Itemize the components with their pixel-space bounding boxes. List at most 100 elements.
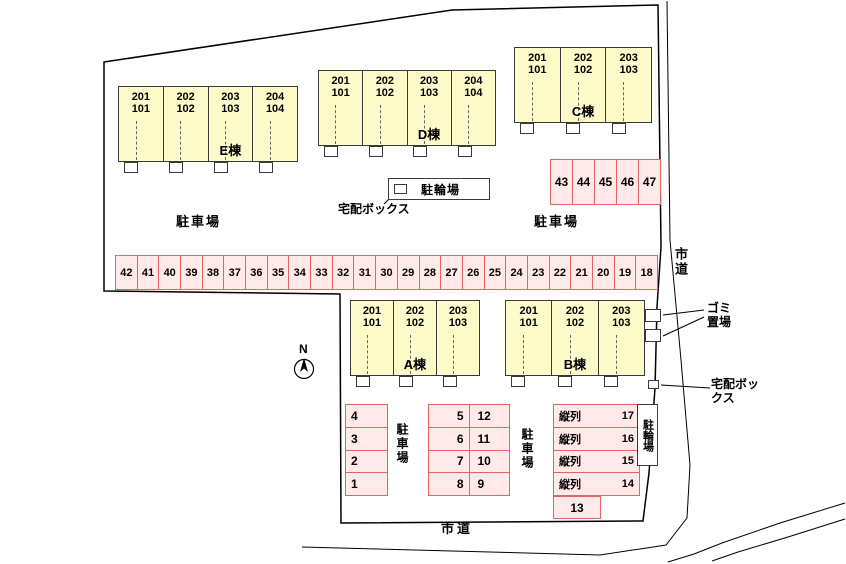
garbage-box xyxy=(645,309,661,322)
entrance-porch xyxy=(612,123,626,134)
parking-space-21: 21 xyxy=(571,256,593,290)
unit-number-upper: 202 xyxy=(565,305,585,317)
unit-number-upper: 202 xyxy=(176,91,195,103)
parking-area-label-left: 駐車場 xyxy=(176,214,222,229)
parking-space-29: 29 xyxy=(397,256,420,290)
tandem-number: 15 xyxy=(621,455,634,468)
porch-slot xyxy=(208,162,253,175)
parking-space-30: 30 xyxy=(376,256,398,290)
tandem-label: 縦列 xyxy=(559,479,581,492)
entrance-porch xyxy=(413,146,427,157)
parking-space-27: 27 xyxy=(441,256,463,290)
stair-dashed-line xyxy=(531,82,533,121)
parking-space-22: 22 xyxy=(549,256,572,290)
entrance-porch xyxy=(511,376,525,387)
building-name-A: A棟 xyxy=(403,357,427,372)
unit-number-lower: 101 xyxy=(362,317,382,329)
parking-space-7: 7 xyxy=(429,450,470,474)
parking-area-label-right: 駐車場 xyxy=(534,214,580,229)
stair-dashed-line xyxy=(423,105,425,144)
entrance-porch xyxy=(557,376,572,387)
porch-slot xyxy=(606,123,652,136)
unit-number-lower: 102 xyxy=(375,87,395,99)
stair-dashed-line xyxy=(523,335,525,374)
porch-row xyxy=(118,162,298,175)
unit-number-lower: 102 xyxy=(405,317,425,329)
unit-number-upper: 203 xyxy=(612,305,631,317)
porch-slot xyxy=(560,123,606,136)
parking-space-28: 28 xyxy=(419,256,442,290)
delivery-box xyxy=(648,380,659,389)
porch-slot xyxy=(163,162,208,175)
parking-space-11: 11 xyxy=(469,427,510,451)
garbage-box xyxy=(645,329,661,342)
unit-number-lower: 104 xyxy=(265,103,285,115)
porch-slot xyxy=(514,123,560,136)
parking-space-5: 5 xyxy=(429,405,470,428)
entrance-porch xyxy=(214,162,228,173)
stair-dashed-line xyxy=(379,105,381,144)
unit-number-upper: 202 xyxy=(405,305,425,317)
unit-number-upper: 204 xyxy=(265,91,285,103)
porch-slot xyxy=(552,376,599,389)
parking-space-41: 41 xyxy=(137,256,160,290)
unit-number-lower: 103 xyxy=(221,103,240,115)
unit-number-upper: 201 xyxy=(331,75,350,87)
porch-slot xyxy=(505,376,552,389)
tandem-label: 縦列 xyxy=(559,410,581,423)
compass-icon xyxy=(293,358,315,380)
unit-number-upper: 201 xyxy=(362,305,382,317)
parking-space-19: 19 xyxy=(614,256,637,290)
parking-space-36: 36 xyxy=(246,256,268,290)
stair-dashed-line xyxy=(569,335,571,374)
unit-number-lower: 102 xyxy=(573,64,593,76)
bicycle-parking-box-top: 駐輪場 xyxy=(388,178,490,200)
parking-space-10: 10 xyxy=(469,450,510,474)
stair-dashed-line xyxy=(468,105,470,144)
porch-slot xyxy=(452,146,497,159)
parking-space-25: 25 xyxy=(484,256,507,290)
entrance-porch xyxy=(356,376,370,387)
unit-number-upper: 201 xyxy=(519,305,538,317)
porch-slot xyxy=(118,162,163,175)
unit-number-upper: 203 xyxy=(419,75,439,87)
porch-slot xyxy=(363,146,408,159)
delivery-box-icon xyxy=(394,184,407,194)
building-name-B: B棟 xyxy=(563,357,587,372)
entrance-porch xyxy=(520,123,534,134)
tandem-number: 17 xyxy=(621,409,634,422)
stair-dashed-line xyxy=(335,105,337,144)
unit-number-lower: 101 xyxy=(528,64,547,76)
stair-dashed-line xyxy=(180,121,182,160)
entrance-porch xyxy=(368,146,383,157)
parking-space-13-group: 13 xyxy=(553,496,601,519)
unit-number-upper: 203 xyxy=(448,305,468,317)
bicycle-parking-label-top: 駐輪場 xyxy=(421,182,461,197)
stair-dashed-line xyxy=(577,82,579,121)
entrance-porch xyxy=(566,123,580,134)
unit-number-upper: 204 xyxy=(464,75,483,87)
unit-number-lower: 102 xyxy=(176,103,195,115)
parking-space-18: 18 xyxy=(636,256,658,290)
